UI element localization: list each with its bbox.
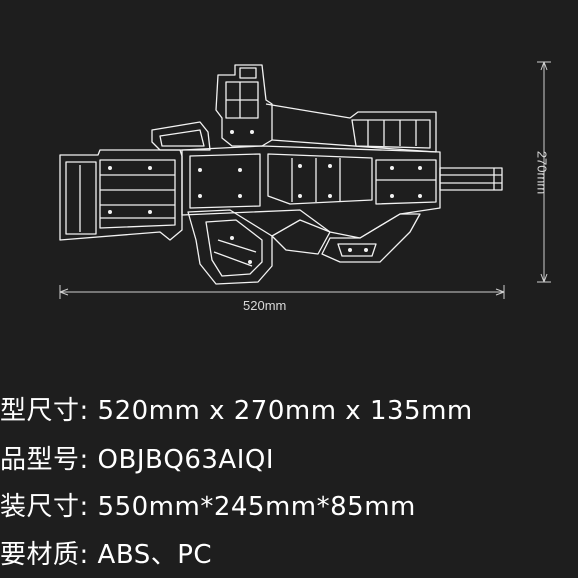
trigger-guard — [271, 219, 331, 255]
spec-row-model-size: 型尺寸: 520mm x 270mm x 135mm — [0, 390, 473, 427]
barrel — [439, 167, 503, 191]
rear-sight — [151, 121, 211, 151]
foregrip — [321, 213, 421, 263]
spec-value: ABS、PC — [97, 540, 213, 570]
height-dimension-line — [537, 61, 551, 283]
spec-label: 品型号 — [0, 445, 80, 475]
grip — [187, 209, 273, 285]
spec-separator: : — [79, 492, 98, 522]
spec-row-package-size: 装尺寸: 550mm*245mm*85mm — [0, 486, 416, 523]
spec-label: 装尺寸 — [0, 492, 80, 522]
scope-tower — [215, 64, 273, 147]
spec-label: 型尺寸 — [0, 396, 80, 426]
height-dimension-label: 270mm — [534, 150, 550, 195]
spec-label: 要材质 — [0, 540, 80, 570]
stock-inner — [65, 159, 176, 235]
spec-value: 520mm x 270mm x 135mm — [97, 396, 473, 426]
spec-value: 550mm*245mm*85mm — [97, 492, 416, 522]
top-rail — [265, 103, 437, 153]
spec-row-product-model: 品型号: OBJBQ63AIQI — [0, 439, 274, 476]
spec-separator: : — [79, 540, 98, 570]
width-dimension-label: 520mm — [243, 298, 287, 313]
spec-value: OBJBQ63AIQI — [97, 445, 274, 475]
spec-separator: : — [79, 445, 98, 475]
spec-separator: : — [79, 396, 98, 426]
spec-row-material: 要材质: ABS、PC — [0, 534, 212, 571]
width-dimension-line — [59, 285, 505, 299]
stock-outline — [59, 149, 183, 241]
blaster-line-drawing — [59, 61, 551, 299]
